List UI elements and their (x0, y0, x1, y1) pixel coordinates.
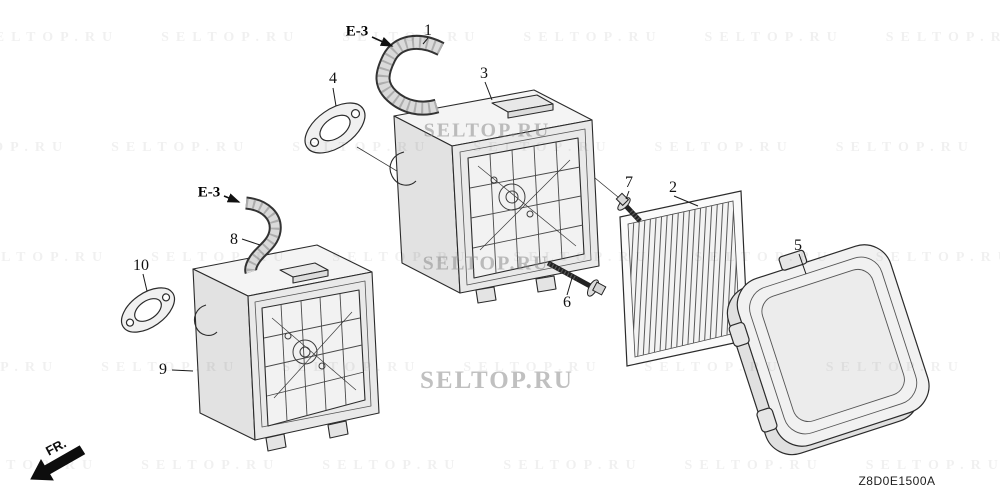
part-1-tube (375, 34, 445, 116)
part-7-bolt (615, 192, 642, 223)
e3-arrow-left (223, 193, 241, 203)
e3-arrow-top (371, 36, 394, 47)
part-6-bolt-long (546, 260, 607, 297)
part-8-tube (244, 196, 282, 275)
part-10-gasket (120, 287, 176, 333)
part-5-air-cleaner-cover (726, 244, 930, 456)
fr-direction-arrow: FR. (30, 435, 86, 481)
part-2-filter-element (619, 190, 749, 367)
part-3-air-cleaner-case (389, 89, 600, 304)
part-4-gasket (304, 102, 366, 154)
watermark: SELTOP.RU (420, 367, 574, 394)
watermark: SELTOP.RU (423, 119, 551, 142)
leader-lines (142, 37, 807, 372)
part-9-air-cleaner-case-lower (192, 244, 380, 452)
watermark: SELTOP.RU (422, 252, 550, 275)
